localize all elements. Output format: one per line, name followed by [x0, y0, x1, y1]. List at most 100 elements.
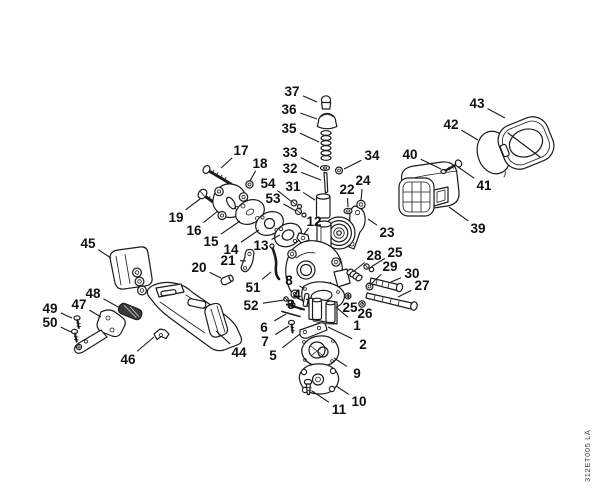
part-40-41-screw	[440, 159, 463, 175]
part-number-20: 20	[191, 260, 206, 275]
part-17-bolt	[202, 165, 233, 186]
part-number-53: 53	[265, 191, 281, 206]
leader-line-31	[302, 191, 316, 201]
leader-line-25	[347, 293, 350, 299]
part-number-42: 42	[443, 117, 458, 132]
leader-line-45	[97, 249, 112, 259]
part-number-3: 3	[287, 297, 295, 312]
part-number-9: 9	[353, 366, 361, 381]
part-number-21: 21	[220, 253, 236, 268]
part-number-6: 6	[260, 320, 268, 335]
leader-line-6	[274, 313, 287, 322]
leader-line-11	[311, 390, 330, 403]
part-51-rod	[269, 243, 281, 281]
part-34-nut	[335, 166, 344, 175]
plate-code: 312ET005 LÄ	[583, 430, 592, 482]
part-number-48: 48	[85, 286, 101, 301]
part-number-17: 17	[233, 143, 248, 158]
leader-line-34	[343, 159, 362, 170]
part-24-nut	[356, 199, 366, 210]
leader-line-19	[185, 198, 201, 211]
leader-line-23	[367, 218, 378, 226]
part-53-screw	[294, 207, 307, 218]
part-13-plate	[274, 222, 302, 248]
leader-line-47	[89, 309, 102, 318]
leader-line-3	[297, 307, 302, 311]
part-number-33: 33	[282, 145, 298, 160]
part-49-screw	[73, 315, 82, 329]
leader-line-30	[390, 277, 402, 283]
leader-line-35	[299, 132, 320, 143]
part-number-51: 51	[245, 280, 261, 295]
leader-line-16	[203, 210, 219, 223]
part-number-11: 11	[332, 402, 347, 417]
part-9-diaphragm	[301, 335, 340, 367]
leader-line-44	[215, 330, 231, 345]
leader-line-13	[271, 234, 281, 240]
part-number-31: 31	[285, 179, 301, 194]
leader-line-18	[249, 170, 257, 182]
part-11-screw	[303, 378, 313, 396]
leader-line-53	[283, 203, 297, 212]
part-15-gasket	[235, 199, 265, 225]
part-number-41: 41	[476, 178, 492, 193]
part-number-30: 30	[404, 266, 419, 281]
leader-line-46	[136, 336, 155, 352]
part-25-screw-upper	[363, 263, 375, 273]
part-50-screw	[70, 328, 79, 343]
part-1-2-pump-body	[308, 297, 338, 325]
leader-line-29	[369, 273, 382, 286]
part-number-13: 13	[253, 238, 269, 253]
part-35-spring	[320, 130, 332, 161]
leader-line-8	[299, 285, 304, 289]
part-number-8: 8	[285, 273, 293, 288]
part-number-28: 28	[366, 248, 382, 263]
leader-line-22	[346, 197, 349, 208]
part-number-18: 18	[252, 156, 268, 171]
part-number-49: 49	[42, 301, 57, 316]
leader-line-40	[420, 158, 442, 170]
leader-line-12	[303, 227, 309, 235]
part-54-screw	[290, 199, 303, 210]
part-number-14: 14	[223, 242, 239, 257]
part-number-27: 27	[414, 278, 429, 293]
leader-line-27	[397, 289, 412, 298]
part-37-plug-screw	[320, 95, 332, 110]
leader-line-50	[60, 326, 72, 333]
part-4-strip	[302, 292, 310, 308]
part-number-24: 24	[355, 173, 371, 188]
part-number-43: 43	[469, 96, 485, 111]
part-number-32: 32	[282, 161, 297, 176]
part-45-element	[109, 246, 153, 296]
part-47-choke-lever	[73, 309, 126, 354]
leader-line-41	[457, 166, 475, 179]
leader-line-54	[277, 190, 293, 203]
leader-line-52	[262, 299, 285, 304]
part-number-29: 29	[382, 259, 397, 274]
part-number-25: 25	[342, 300, 358, 315]
leader-line-5	[282, 333, 301, 349]
part-number-15: 15	[203, 234, 219, 249]
leader-line-1	[335, 306, 349, 318]
part-number-39: 39	[470, 221, 485, 236]
part-number-4: 4	[293, 287, 301, 302]
leader-line-51	[261, 271, 272, 280]
leader-line-15	[220, 220, 241, 235]
parts-illustration	[70, 95, 555, 396]
part-number-40: 40	[402, 147, 417, 162]
leader-line-49	[60, 312, 73, 319]
leader-line-43	[487, 108, 506, 119]
leader-line-17	[220, 157, 233, 169]
part-28-spring	[346, 268, 363, 282]
part-14-diaphragm	[255, 211, 284, 236]
part-number-50: 50	[42, 315, 57, 330]
part-21-lever	[240, 248, 255, 273]
part-number-23: 23	[379, 225, 395, 240]
part-number-16: 16	[186, 223, 202, 238]
part-number-37: 37	[284, 84, 299, 99]
part-46-clip	[153, 328, 170, 341]
part-number-52: 52	[243, 298, 258, 313]
part-number-10: 10	[351, 394, 366, 409]
leader-line-25	[370, 257, 386, 268]
